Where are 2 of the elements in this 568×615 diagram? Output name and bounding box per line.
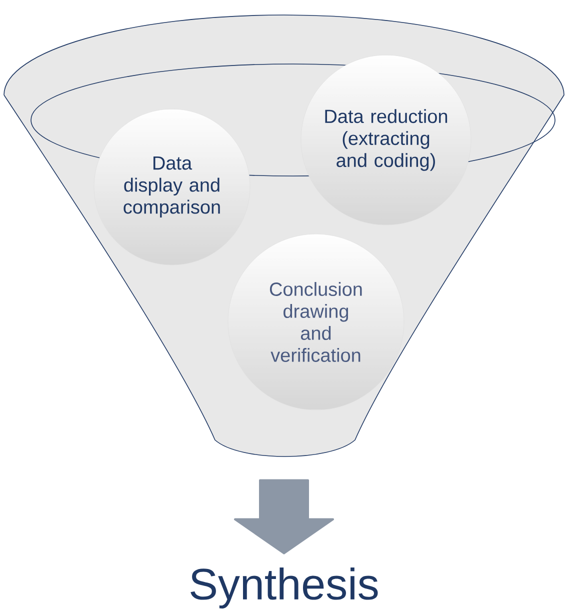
block-arrow: [234, 479, 334, 554]
title-text: Synthesis: [190, 568, 378, 608]
